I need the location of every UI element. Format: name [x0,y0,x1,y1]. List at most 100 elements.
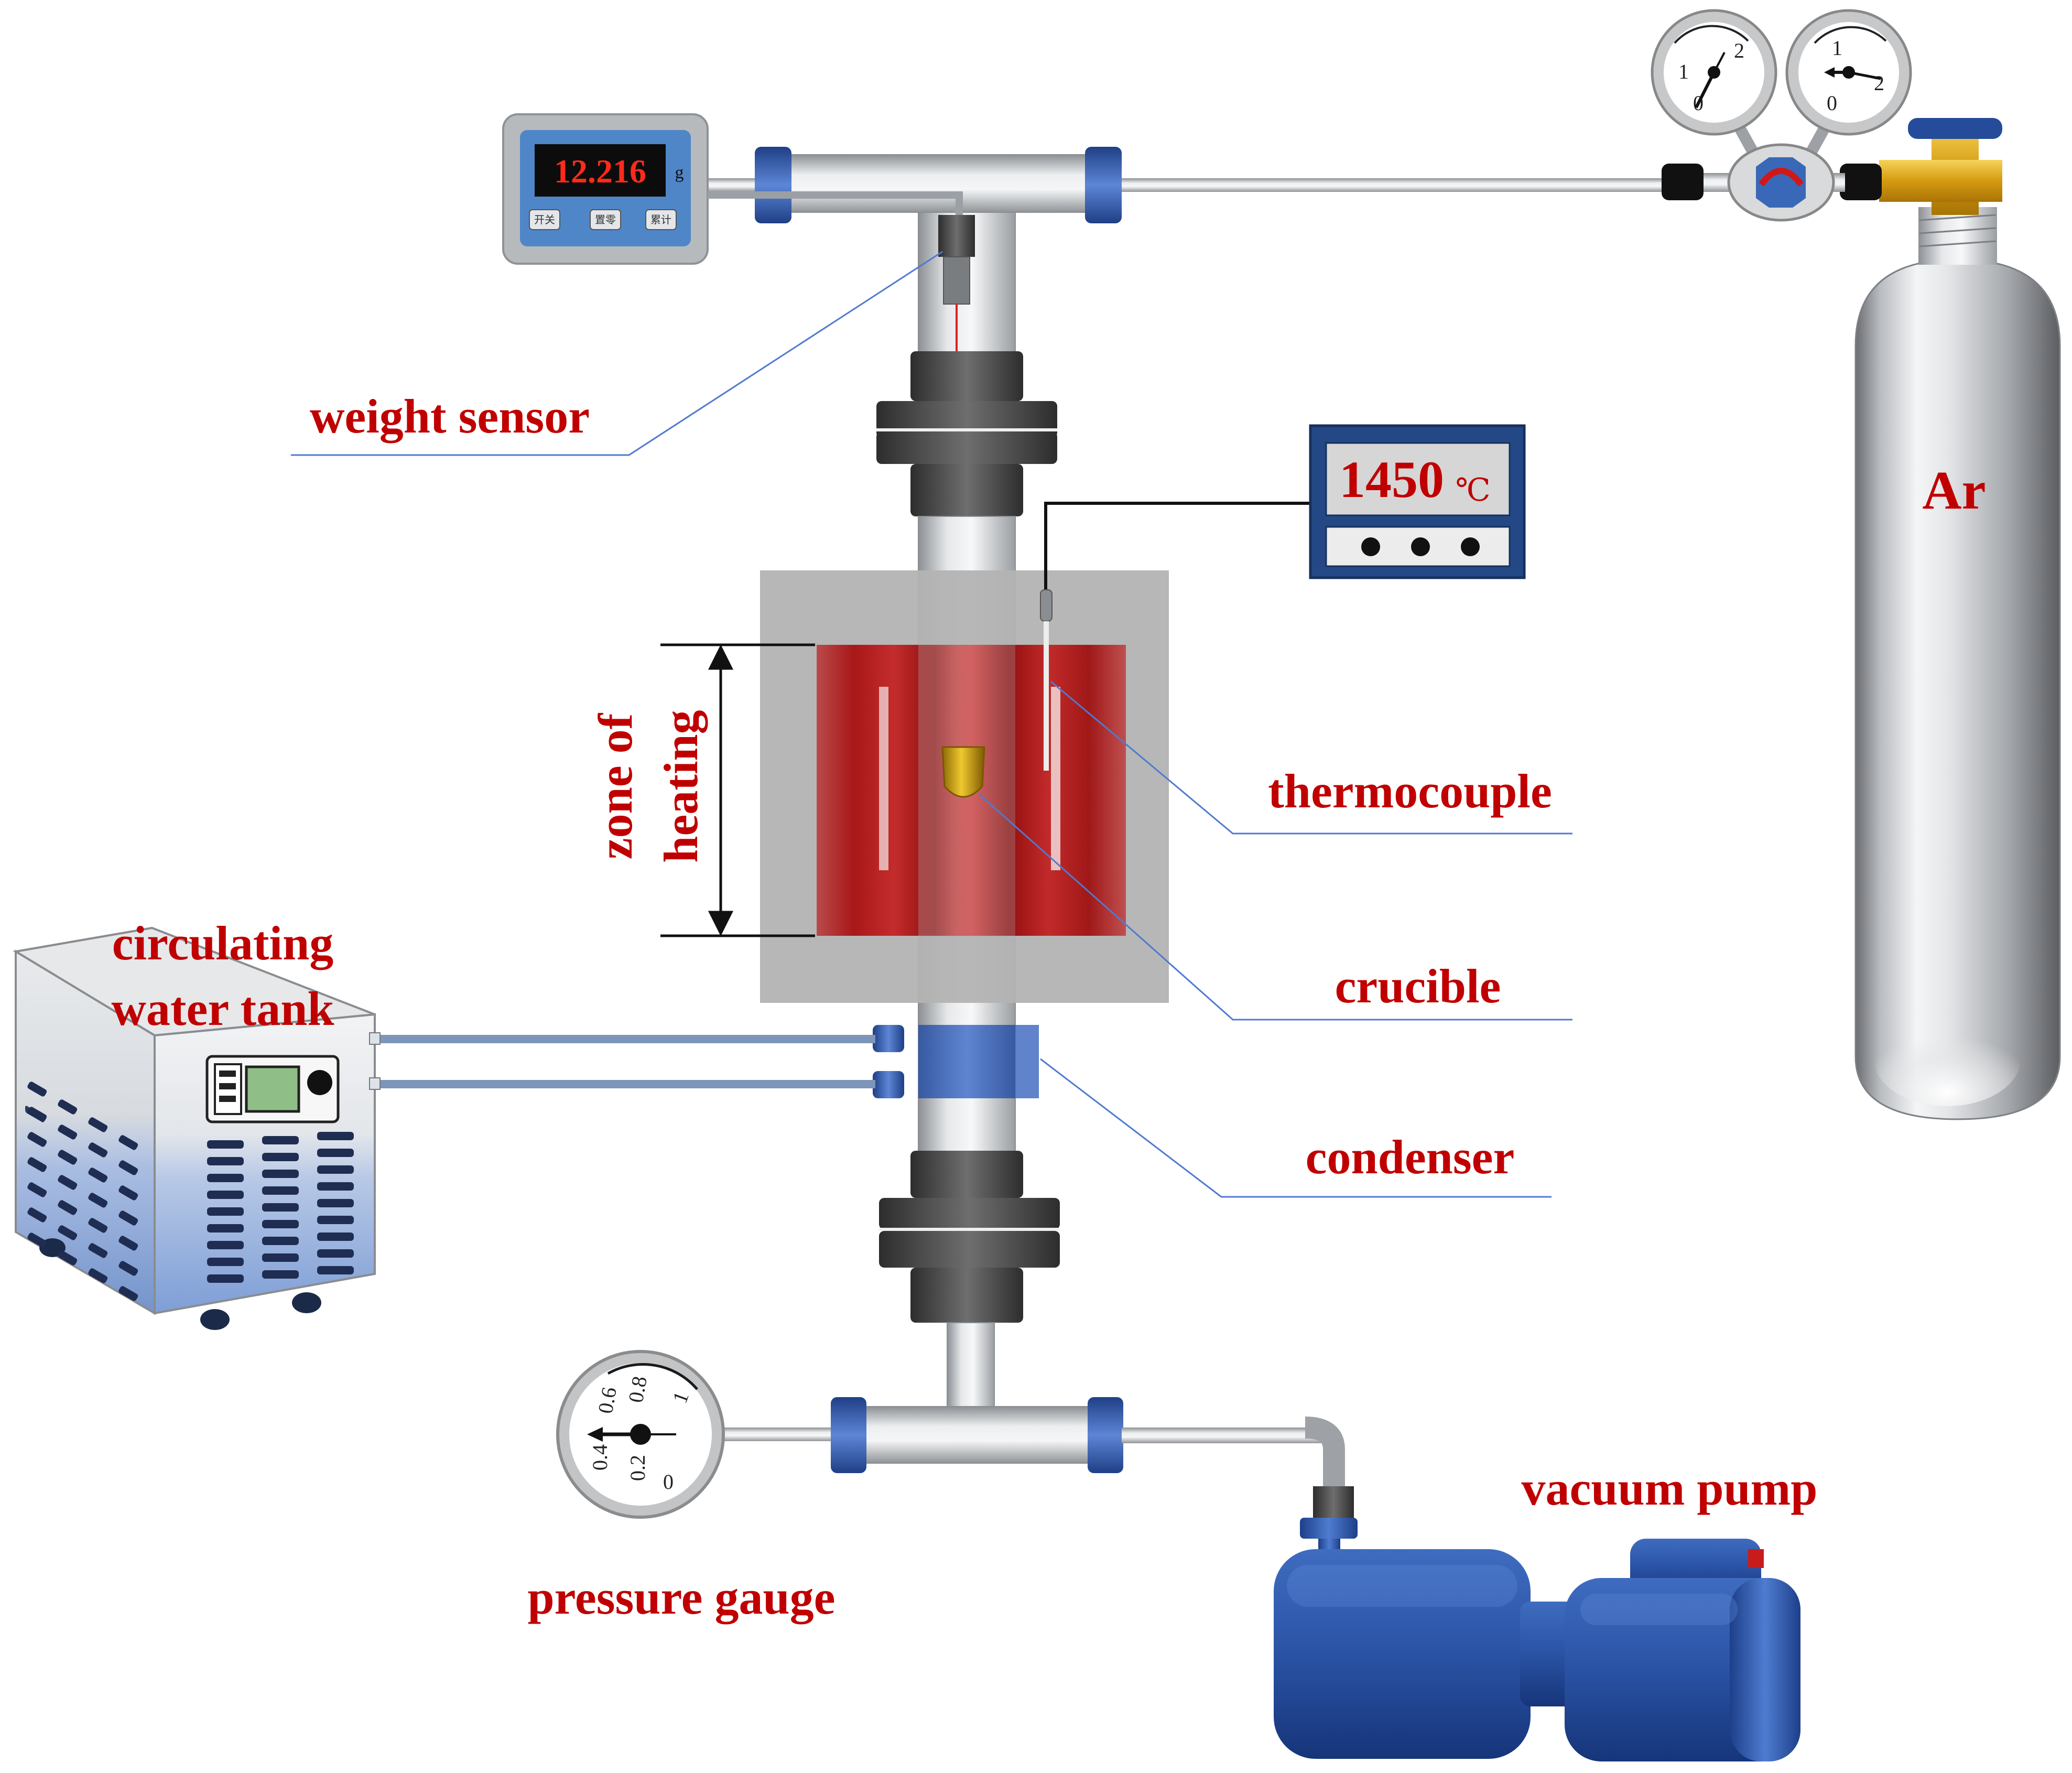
chiller-vent-slot [207,1191,244,1199]
chiller-vent-slot [118,1286,138,1301]
top-gas-line [702,147,1672,370]
chiller-vent-slot [207,1241,244,1249]
chiller-vent-slot [27,1157,47,1172]
chiller-vent-slot [27,1207,47,1223]
chiller-vent-slot [262,1186,299,1195]
chiller-vent-slot [88,1218,108,1233]
lower-flange [879,1151,1060,1410]
heating-zone-bracket [660,643,815,937]
chiller-vent-slot [118,1236,138,1251]
label-pressure-gauge: pressure gauge [528,1571,836,1624]
chiller-vent-slot [27,1082,47,1097]
chiller-vent-slot [58,1225,78,1240]
regulator-left-scale: 1 [1678,60,1689,83]
chiller-vent-slot [88,1243,108,1258]
condenser [873,1025,1039,1098]
weight-unit: g [675,163,684,182]
chiller-vent-slot [262,1270,299,1279]
pressure-gauge-scale: 0.2 [626,1455,649,1481]
chiller-vent-slot [58,1150,78,1165]
chiller-vent-slot [118,1160,138,1175]
label-circulating: circulating [112,916,334,970]
chiller-vent-slot [317,1233,354,1241]
label-thermocouple: thermocouple [1268,764,1552,818]
chiller-vent-slot [317,1182,354,1191]
label-crucible: crucible [1335,959,1501,1013]
pump-icon [1274,1518,1800,1761]
chiller-vent-slot [58,1200,78,1215]
balance-button-power[interactable] [529,209,560,230]
chiller-vent-slot [88,1167,108,1183]
chiller-vent-slot [27,1233,47,1248]
label-weight-sensor: weight sensor [310,390,590,443]
chiller-vent-slot [58,1250,78,1266]
chiller-vent-slot [207,1274,244,1283]
controller-button[interactable] [1361,537,1380,556]
chiller-vent-slot [88,1193,108,1208]
chiller-vent-slot [262,1253,299,1262]
pressure-gauge-scale: 0.6 [593,1386,621,1415]
temperature-reading: 1450 [1339,450,1444,509]
cooling-water-lines [370,1035,875,1088]
weight-reading: 12.216 [554,153,646,190]
chiller-vent-slot [118,1185,138,1201]
chiller-vent-slot [262,1237,299,1245]
chiller-vent-slot [27,1107,47,1122]
cylinder-valve [1879,118,2002,215]
chiller-vent-slot [262,1136,299,1144]
chiller-vent-slot [118,1261,138,1276]
chiller-vent-slot [207,1258,244,1266]
crucible [941,746,985,798]
balance-button-zero[interactable] [590,209,621,230]
chiller-vent-slot [88,1142,108,1158]
chiller-vent-slot [58,1099,78,1115]
chiller-vent-slot [317,1165,354,1174]
balance-icon: 12.216 g 开关 置零 累计 [502,113,963,265]
leader-lines [291,251,1572,1198]
balance-button-total[interactable] [645,209,677,230]
label-condenser: condenser [1306,1130,1515,1184]
gas-cylinder-icon: Ar [1854,207,2061,1120]
regulator-left-scale: 2 [1734,39,1744,62]
chiller-vents [27,1082,354,1301]
balance-button-label: 累计 [650,214,671,226]
chiller-vent-slot [317,1199,354,1207]
chiller-vent-slot [88,1117,108,1132]
chiller-vent-slot [317,1149,354,1157]
chiller-vent-slot [262,1203,299,1212]
chiller-vent-slot [207,1207,244,1216]
pressure-gauge-scale: 0.4 [588,1444,612,1471]
chiller-vent-slot [58,1175,78,1190]
thermometer-icon: 1450 ℃ [1309,424,1526,579]
pressure-gauge-scale: 0 [663,1470,674,1494]
thermocouple [1040,502,1320,771]
chiller-vent-slot [317,1249,354,1258]
regulator-right-scale: 0 [1827,91,1837,115]
chiller-vent-slot [262,1220,299,1228]
balance-button-label: 开关 [534,214,555,226]
label-water-tank: water tank [111,982,334,1035]
chiller-vent-slot [118,1210,138,1226]
chiller-vent-slot [58,1125,78,1140]
chiller-vent-slot [262,1170,299,1178]
chiller-vent-slot [118,1135,138,1150]
temperature-unit: ℃ [1455,473,1490,507]
balance-button-label: 置零 [595,214,616,226]
chiller-vent-slot [262,1153,299,1161]
gauge-icon: 0 0.2 0.4 0.6 0.8 1 [556,1350,725,1519]
chiller-knob[interactable] [307,1070,332,1095]
chiller-vent-slot [317,1132,354,1140]
cylinder-gas-label: Ar [1922,460,1986,521]
regulator-right-scale: 2 [1874,71,1884,95]
pressure-regulator: 0 1 2 0 1 2 [1651,9,1912,222]
chiller-vent-slot [88,1268,108,1283]
chiller-vent-slot [207,1174,244,1182]
controller-button[interactable] [1461,537,1480,556]
chiller-vent-slot [317,1266,354,1274]
controller-button[interactable] [1411,537,1430,556]
valve-handwheel[interactable] [1908,118,2002,139]
chiller-vent-slot [207,1224,244,1233]
label-zone-of-heating-line1: zone of [589,712,642,859]
